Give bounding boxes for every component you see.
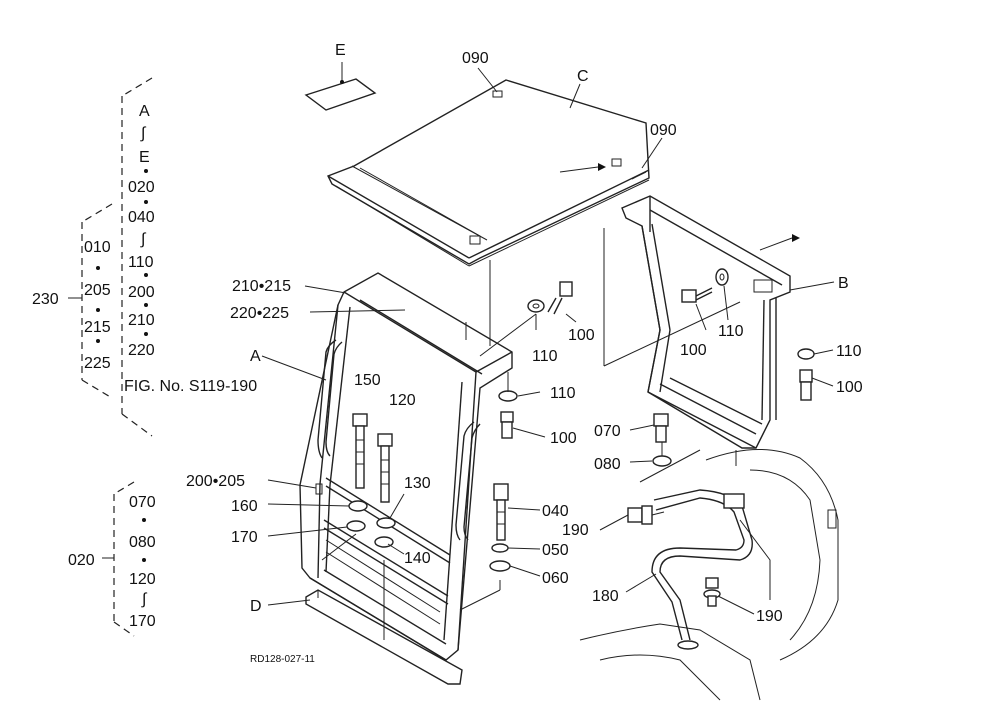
label-100-d: 100 [550, 430, 577, 447]
label-100-c: 100 [836, 379, 863, 396]
group-020-list: 070 080 120 ∫ 170 [129, 494, 156, 630]
washer-060 [489, 560, 511, 572]
group-230-outer-item: 210 [128, 312, 155, 329]
bolt-100-b [799, 369, 813, 401]
label-220-225: 220•225 [230, 305, 289, 322]
label-060: 060 [542, 570, 569, 587]
label-190-a: 190 [562, 522, 589, 539]
group-020-item: 070 [129, 494, 156, 511]
part-180-pipe [651, 489, 753, 650]
group-020-item: ∫ [141, 591, 148, 608]
label-200-205: 200•205 [186, 473, 245, 490]
group-230-inner-item: 225 [84, 355, 111, 372]
part-e-decal [304, 62, 377, 111]
leader-lines [261, 67, 835, 640]
group-020-key: 020 [68, 552, 95, 569]
washer-080 [652, 455, 672, 467]
label-110-a: 110 [532, 348, 558, 365]
bolt-100-rear [681, 287, 713, 303]
machine-body-outline [579, 449, 839, 701]
label-100-b: 100 [680, 342, 707, 359]
group-020-item: 170 [129, 613, 156, 630]
group-230-outer-item: 040 [128, 209, 155, 226]
group-230-inner-item: 010 [84, 239, 111, 256]
part-b-rear-frame [621, 195, 800, 449]
group-230-inner-list: 010 205 215 225 [84, 239, 111, 372]
label-040: 040 [542, 503, 569, 520]
label-210-215: 210•215 [232, 278, 291, 295]
figure-number: FIG. No. S119-190 [124, 378, 257, 395]
label-120: 120 [389, 392, 416, 409]
group-020-brackets [102, 481, 135, 637]
bolt-100-roof [547, 281, 573, 315]
label-110-b: 110 [718, 323, 744, 340]
washer-130 [376, 517, 396, 529]
washer-160 [348, 500, 368, 512]
label-180: 180 [592, 588, 619, 605]
label-110-d: 110 [550, 385, 576, 402]
group-230-outer-item: 020 [128, 179, 155, 196]
label-100-a: 100 [568, 327, 595, 344]
label-d: D [250, 598, 262, 615]
label-090-top: 090 [462, 50, 489, 67]
group-230-outer-item: A [139, 103, 150, 120]
label-170: 170 [231, 529, 258, 546]
label-090-right: 090 [650, 122, 677, 139]
label-e: E [335, 42, 346, 59]
label-b: B [838, 275, 849, 292]
part-c-roof [327, 79, 650, 267]
label-130: 130 [404, 475, 431, 492]
group-020-item: 080 [129, 534, 156, 551]
group-230-outer-item: E [139, 149, 150, 166]
group-230-key: 230 [32, 291, 59, 308]
label-190-b: 190 [756, 608, 783, 625]
label-150: 150 [354, 372, 381, 389]
label-160: 160 [231, 498, 258, 515]
bolt-100-front [500, 411, 514, 439]
label-a: A [250, 348, 261, 365]
group-230-outer-item: ∫ [140, 231, 147, 248]
bullet-dots [96, 169, 148, 562]
label-070: 070 [594, 423, 621, 440]
bolt-070 [653, 413, 669, 443]
washer-110-roof [527, 299, 545, 313]
washer-050 [491, 543, 509, 553]
group-230-outer-item: 110 [128, 254, 154, 271]
washer-110-rear [715, 268, 729, 286]
bolt-190-right [703, 577, 721, 607]
group-230-inner-item: 215 [84, 319, 111, 336]
group-230-outer-item: 220 [128, 342, 155, 359]
bolt-040 [493, 483, 509, 541]
group-020-item: 120 [129, 571, 156, 588]
label-050: 050 [542, 542, 569, 559]
group-230-brackets [68, 77, 153, 437]
drawing-reference: RD128-027-11 [250, 654, 315, 665]
label-140: 140 [404, 550, 431, 567]
label-080: 080 [594, 456, 621, 473]
label-110-c: 110 [836, 343, 862, 360]
group-230-outer-item: 200 [128, 284, 155, 301]
part-a-front-frame [299, 272, 513, 661]
group-230-outer-list: A ∫ E 020 040 ∫ 110 200 210 220 [128, 103, 155, 359]
group-230-outer-item: ∫ [140, 125, 147, 142]
washer-110-b [797, 348, 815, 360]
bolt-120 [377, 433, 393, 503]
washer-170 [346, 520, 366, 532]
label-c: C [577, 68, 589, 85]
group-230-inner-item: 205 [84, 282, 111, 299]
bolt-150 [352, 413, 368, 489]
washer-110-front [498, 390, 518, 402]
